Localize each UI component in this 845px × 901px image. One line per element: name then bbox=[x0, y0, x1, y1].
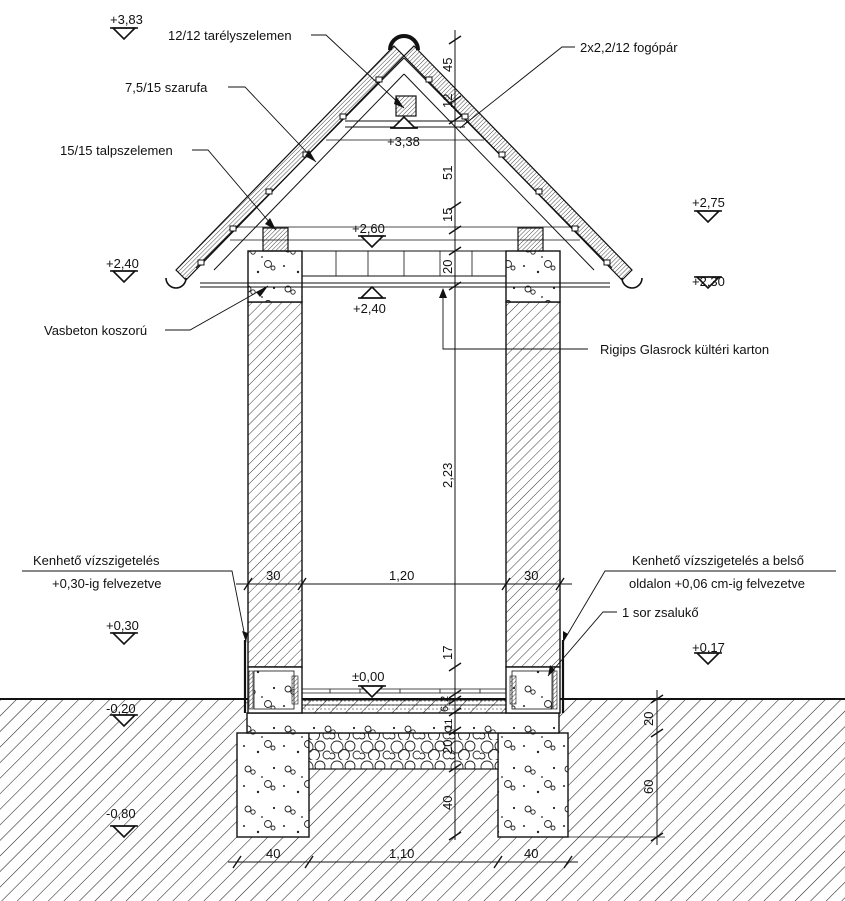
label-ring-beam: Vasbeton koszorú bbox=[44, 323, 147, 338]
dim-40-left: 40 bbox=[266, 846, 280, 861]
dim-40-vertical: 40 bbox=[440, 796, 455, 810]
level-240-ceiling: +2,40 bbox=[353, 301, 386, 316]
foundation bbox=[236, 688, 569, 838]
dim-20-right: 20 bbox=[641, 712, 656, 726]
wall-left bbox=[243, 301, 303, 714]
dim-30-right: 30 bbox=[524, 568, 538, 583]
horizontal-dimension-upper: 30 1,20 30 bbox=[236, 568, 572, 591]
foundation-depth-dimension: 20 60 bbox=[560, 690, 665, 845]
ceiling bbox=[200, 226, 610, 288]
dim-12: 12 bbox=[440, 94, 455, 108]
label-ceiling-board: Rigips Glasrock kültéri karton bbox=[600, 342, 769, 357]
dim-15: 15 bbox=[440, 208, 455, 222]
level-000: ±0,00 bbox=[352, 669, 384, 684]
label-ridge-purlin: 12/12 tarélyszelemen bbox=[168, 28, 292, 43]
dim-120: 1,20 bbox=[389, 568, 414, 583]
label-waterproof-right-2: oldalon +0,06 cm-ig felvezetve bbox=[629, 576, 805, 591]
dim-20-ceiling: 20 bbox=[440, 260, 455, 274]
level-338: +3,38 bbox=[387, 134, 420, 149]
ring-beam bbox=[247, 250, 561, 303]
wall-plate bbox=[262, 227, 544, 252]
callout-leaders bbox=[22, 34, 836, 677]
label-waterproof-right-1: Kenhető vízszigetelés a belső bbox=[632, 553, 804, 568]
level-260: +2,60 bbox=[352, 221, 385, 236]
dim-6: 6 bbox=[439, 706, 451, 712]
callout-labels: 12/12 tarélyszelemen 7,5/15 szarufa 15/1… bbox=[33, 28, 805, 620]
level-230: +2,30 bbox=[692, 274, 725, 289]
horizontal-dimension-lower: 40 1,10 40 bbox=[228, 846, 578, 869]
level-030: +0,30 bbox=[106, 618, 139, 633]
level-383: +3,83 bbox=[110, 12, 143, 27]
level-240-left: +2,40 bbox=[106, 256, 139, 271]
label-rafter: 7,5/15 szarufa bbox=[125, 80, 208, 95]
label-waterproof-left-1: Kenhető vízszigetelés bbox=[33, 553, 160, 568]
dim-20-slab: 20 bbox=[440, 740, 455, 754]
wall-right bbox=[505, 301, 565, 714]
dim-2: 2 bbox=[439, 696, 451, 702]
dim-223: 2,23 bbox=[440, 463, 455, 488]
dim-40-right: 40 bbox=[524, 846, 538, 861]
label-formwork-block: 1 sor zsalukő bbox=[622, 605, 699, 620]
level-markers: +3,83 +3,38 +2,75 +2,60 +2,40 +2,40 +2,3… bbox=[106, 12, 725, 839]
level-m080: -0,80 bbox=[106, 806, 136, 821]
vertical-dimension-chain: 45 12 51 15 20 2,23 17 2 6 11 20 40 bbox=[439, 30, 462, 841]
level-275: +2,75 bbox=[692, 195, 725, 210]
dim-51: 51 bbox=[440, 166, 455, 180]
level-017: +0,17 bbox=[692, 640, 725, 655]
dim-11: 11 bbox=[443, 719, 455, 730]
label-collar-pair: 2x2,2/12 fogópár bbox=[580, 40, 678, 55]
label-waterproof-left-2: +0,30-ig felvezetve bbox=[52, 576, 161, 591]
dim-110: 1,10 bbox=[389, 846, 414, 861]
dim-45: 45 bbox=[440, 58, 455, 72]
label-wall-plate: 15/15 talpszelemen bbox=[60, 143, 173, 158]
roof bbox=[165, 34, 643, 289]
dim-17: 17 bbox=[440, 646, 455, 660]
dim-60-right: 60 bbox=[641, 780, 656, 794]
dim-30-left: 30 bbox=[266, 568, 280, 583]
level-m020: -0,20 bbox=[106, 701, 136, 716]
